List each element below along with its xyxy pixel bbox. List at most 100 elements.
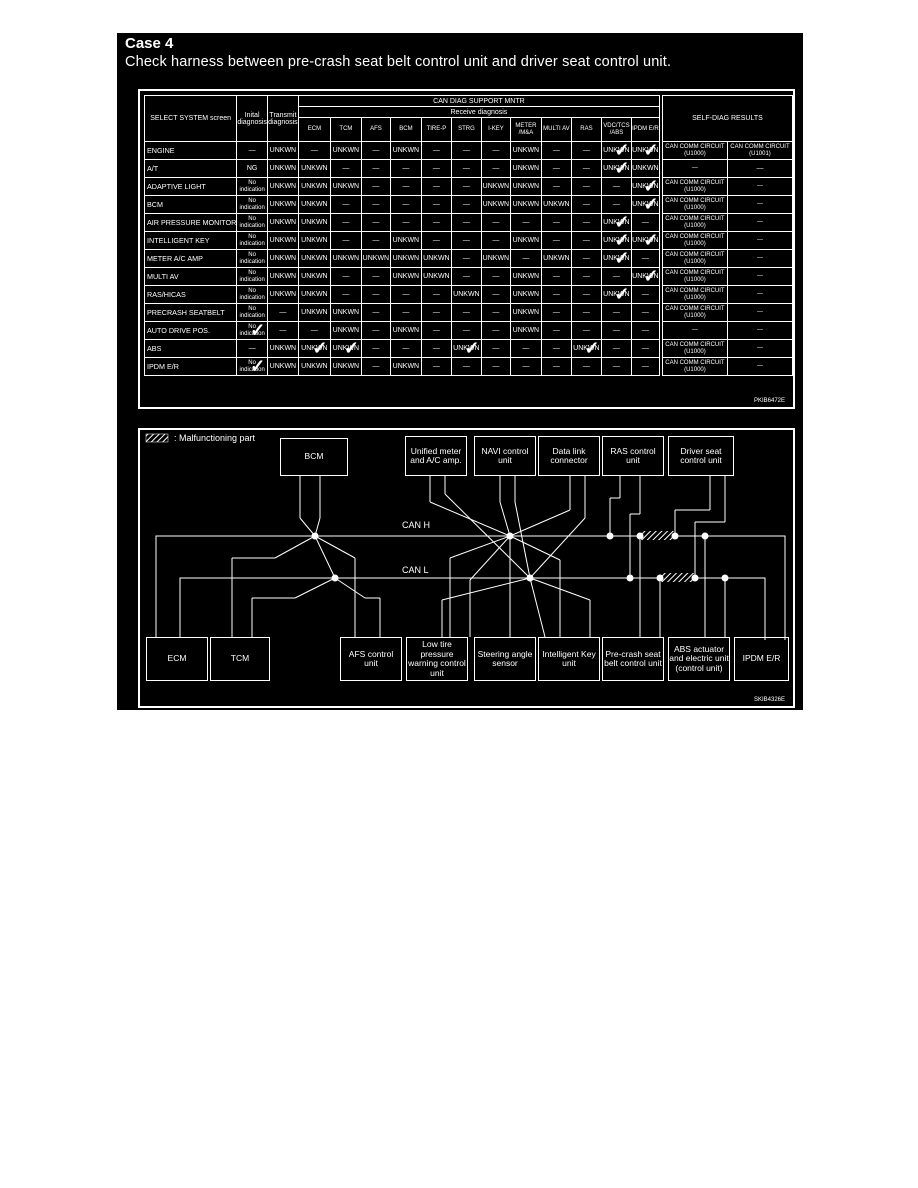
table-row: AUTO DRIVE POS.No indication✓——UNKWN—UNK… — [143, 321, 794, 340]
initial-diagnosis-cell: No indication — [236, 213, 268, 232]
receive-cell: UNKWN — [509, 285, 542, 304]
legend-label: : Malfunctioning part — [174, 433, 256, 443]
unit-tcm: TCM — [210, 637, 270, 681]
system-name-cell: MULTI AV — [143, 267, 238, 286]
receive-cell: — — [420, 303, 452, 322]
self-diag-cell: — — [726, 231, 794, 250]
receive-cell: — — [570, 285, 602, 304]
initial-diagnosis-cell: No indication — [236, 177, 268, 196]
receive-cell: — — [389, 339, 422, 358]
receive-cell: — — [360, 177, 391, 196]
receive-cell: — — [420, 357, 452, 376]
check-mark-icon: ✓ — [250, 357, 266, 376]
case-panel: Case 4 Check harness between pre-crash s… — [117, 33, 803, 710]
receive-cell: — — [630, 321, 660, 340]
receive-col-header: AFS — [360, 117, 391, 142]
receive-cell: — — [540, 141, 572, 160]
receive-cell: — — [360, 285, 391, 304]
receive-cell: — — [540, 303, 572, 322]
receive-cell: — — [509, 357, 542, 376]
unit-ipdm-er: IPDM E/R — [734, 637, 789, 681]
self-diag-header: SELF-DIAG RESULTS — [661, 95, 794, 142]
receive-cell: UNKWN — [509, 303, 542, 322]
system-name-cell: PRECRASH SEATBELT — [143, 303, 238, 322]
receive-cell: — — [509, 249, 542, 268]
receive-cell: — — [450, 267, 482, 286]
receive-cell: — — [630, 285, 660, 304]
receive-cell: UNKWN✓ — [570, 339, 602, 358]
receive-cell: — — [329, 285, 362, 304]
receive-cell: — — [480, 159, 511, 178]
system-name-cell: INTELLIGENT KEY — [143, 231, 238, 250]
receive-cell: UNKWN✓ — [329, 339, 362, 358]
transmit-diagnosis-cell: — — [266, 303, 299, 322]
system-name-cell: ABS — [143, 339, 238, 358]
receive-cell: UNKWN — [509, 195, 542, 214]
receive-cell: — — [389, 177, 422, 196]
transmit-diagnosis-cell: UNKWN — [266, 249, 299, 268]
unit-data-link-connector: Data link connector — [538, 436, 600, 476]
receive-cell: — — [450, 141, 482, 160]
system-name-cell: A/T — [143, 159, 238, 178]
receive-cell: — — [570, 159, 602, 178]
receive-cell: — — [420, 339, 452, 358]
receive-cell: — — [360, 267, 391, 286]
self-diag-cell: CAN COMM CIRCUIT (U1000) — [661, 231, 728, 250]
select-system-header: SELECT SYSTEM screen — [143, 95, 238, 142]
self-diag-cell: CAN COMM CIRCUIT (U1000) — [661, 213, 728, 232]
receive-cell: — — [360, 141, 391, 160]
transmit-diagnosis-cell: UNKWN — [266, 195, 299, 214]
malfunction-can-l-hatch — [660, 573, 694, 582]
receive-cell: — — [450, 357, 482, 376]
self-diag-cell: CAN COMM CIRCUIT (U1000) — [661, 141, 728, 160]
receive-cell: — — [509, 213, 542, 232]
receive-cell: — — [329, 267, 362, 286]
self-diag-cell: CAN COMM CIRCUIT (U1001) — [726, 141, 794, 160]
receive-cell: — — [420, 141, 452, 160]
receive-cell: — — [600, 303, 632, 322]
initial-diagnosis-cell: No indication — [236, 267, 268, 286]
receive-cell: — — [480, 141, 511, 160]
receive-cell: UNKWN — [509, 231, 542, 250]
receive-cell: UNKWN — [450, 285, 482, 304]
unit-driver-seat: Driver seat control unit — [668, 436, 734, 476]
check-mark-icon: ✓ — [584, 339, 600, 358]
receive-cell: — — [540, 285, 572, 304]
receive-cell: — — [570, 213, 602, 232]
receive-cell: UNKWN — [329, 303, 362, 322]
receive-cell: UNKWN — [480, 195, 511, 214]
receive-cell: — — [360, 213, 391, 232]
self-diag-cell: CAN COMM CIRCUIT (U1000) — [661, 249, 728, 268]
receive-cell: — — [450, 249, 482, 268]
receive-cell: — — [570, 195, 602, 214]
transmit-diagnosis-cell: UNKWN — [266, 141, 299, 160]
check-mark-icon: ✓ — [614, 231, 630, 250]
receive-cell: — — [570, 177, 602, 196]
receive-cell: UNKWN — [480, 249, 511, 268]
unit-unified-meter: Unified meter and A/C amp. — [405, 436, 467, 476]
can-diag-support-header: CAN DIAG SUPPORT MNTR — [297, 95, 660, 107]
receive-cell: — — [360, 195, 391, 214]
system-name-cell: ADAPTIVE LIGHT — [143, 177, 238, 196]
initial-diagnosis-cell: — — [236, 141, 268, 160]
check-mark-icon: ✓ — [614, 285, 630, 304]
self-diag-cell: — — [726, 303, 794, 322]
receive-cell: UNKWN — [329, 321, 362, 340]
receive-cell: — — [480, 285, 511, 304]
receive-cell: UNKWN — [329, 141, 362, 160]
receive-col-header: STRG — [450, 117, 482, 142]
receive-col-header: RAS — [570, 117, 602, 142]
initial-diagnosis-cell: NG — [236, 159, 268, 178]
receive-cell: — — [540, 213, 572, 232]
self-diag-cell: CAN COMM CIRCUIT (U1000) — [661, 357, 728, 376]
receive-col-header: TCM — [329, 117, 362, 142]
receive-cell: UNKWN✓ — [630, 231, 660, 250]
receive-cell: — — [570, 357, 602, 376]
unit-ras: RAS control unit — [602, 436, 664, 476]
receive-cell: UNKWN — [297, 267, 331, 286]
receive-cell: — — [420, 195, 452, 214]
check-mark-icon: ✓ — [643, 177, 659, 196]
